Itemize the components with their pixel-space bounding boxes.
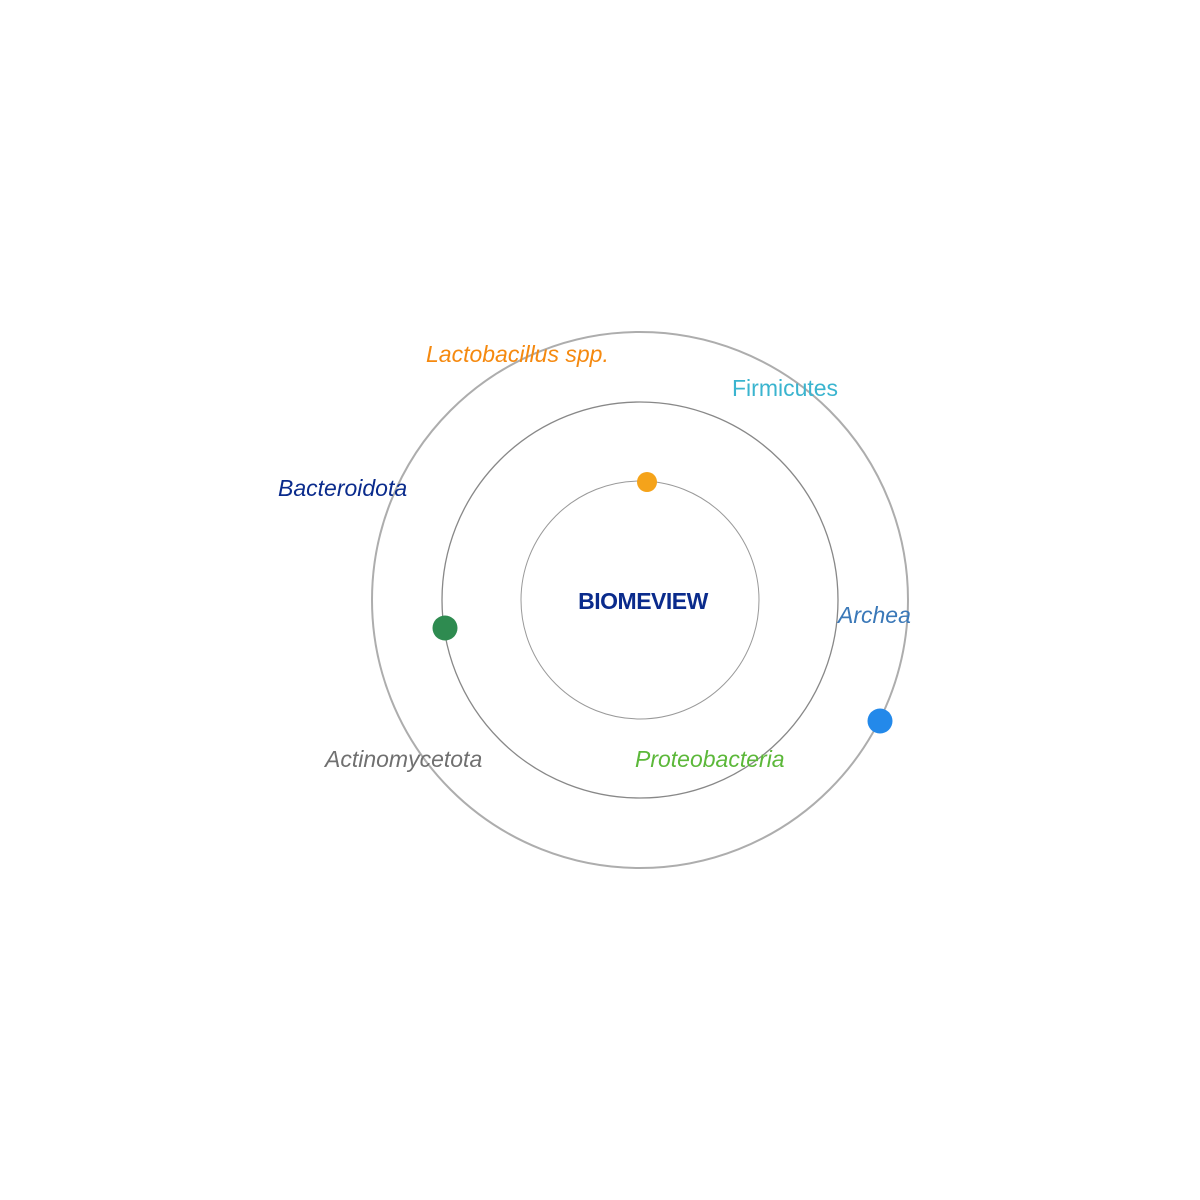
- label-archea: Archea: [838, 602, 911, 628]
- middle-ring: [441, 401, 839, 799]
- blue-dot: [867, 708, 893, 734]
- green-dot: [432, 615, 458, 641]
- orange-dot: [637, 472, 657, 492]
- outer-ring: [371, 331, 909, 869]
- label-proteobacteria: Proteobacteria: [635, 746, 785, 772]
- biomeview-title: BIOMEVIEW: [578, 588, 708, 614]
- label-lactobacillus: Lactobacillus spp.: [426, 341, 609, 367]
- label-firmicutes: Firmicutes: [732, 375, 839, 401]
- label-bacteroidota: Bacteroidota: [278, 475, 408, 501]
- label-actinomycetota: Actinomycetota: [325, 746, 483, 772]
